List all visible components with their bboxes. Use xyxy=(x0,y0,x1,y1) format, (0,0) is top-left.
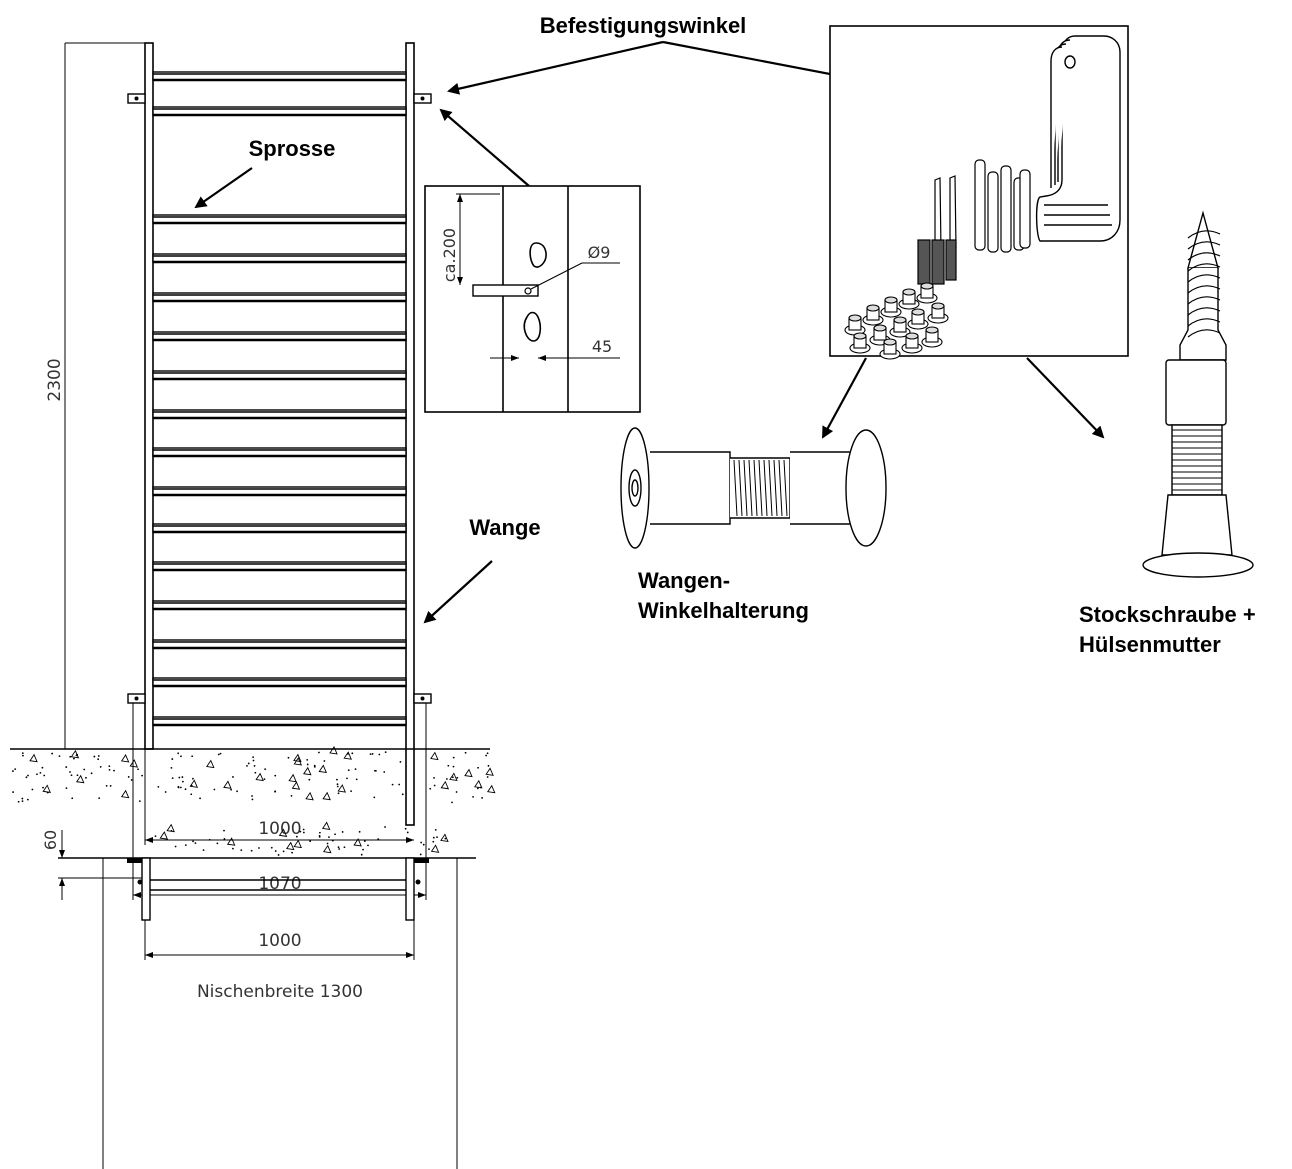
label-wangen-line1: Wangen- xyxy=(638,568,730,593)
arrow-to-angle-holder xyxy=(822,357,867,439)
hole-diameter-dimension: Ø9 xyxy=(588,243,611,262)
height-dimension: 2300 xyxy=(45,358,65,401)
label-wangen-line2: Winkelhalterung xyxy=(638,598,809,623)
rung xyxy=(152,447,407,458)
wall-hatch xyxy=(154,821,449,856)
rung xyxy=(152,331,407,342)
stringer-angle-holder-part xyxy=(620,427,887,549)
rung xyxy=(152,71,407,82)
arrow-to-stringer xyxy=(423,560,493,624)
lag-screw-part xyxy=(1142,210,1254,578)
top-view-width-dimension: 1000 xyxy=(258,931,301,951)
wall-plugs-icon xyxy=(974,159,1031,253)
rung xyxy=(152,523,407,534)
bracket-bottom-left xyxy=(127,693,146,900)
inner-width-dimension: 1000 xyxy=(258,819,301,839)
sleeve-nuts-icon xyxy=(844,282,949,360)
arrow-detail-to-bracket xyxy=(439,108,530,187)
right-stringer xyxy=(405,42,415,826)
left-stringer xyxy=(144,42,154,750)
lag-screw-thread xyxy=(1172,230,1222,491)
label-stock-line1: Stockschraube + xyxy=(1079,602,1256,627)
outer-width-dimension: 1070 xyxy=(258,874,301,894)
rung xyxy=(152,292,407,303)
mounting-kit-illustration xyxy=(829,25,1129,360)
rungs xyxy=(152,71,407,727)
rung xyxy=(152,253,407,264)
mounting-detail: ca.200 Ø9 45 xyxy=(424,108,641,413)
keyhole-upper xyxy=(529,242,547,268)
ladder-front-view: 2300 1000 1070 xyxy=(10,42,496,900)
label-befestigungswinkel: Befestigungswinkel xyxy=(540,13,747,38)
ladder-top-view: 60 1000 Nischenbreite 1300 xyxy=(41,821,476,1169)
detail-distance-dimension: ca.200 xyxy=(440,228,459,282)
rung xyxy=(152,716,407,727)
rung xyxy=(152,486,407,497)
bracket-top-left xyxy=(127,93,146,104)
arrow-to-lag-screw xyxy=(1026,357,1105,439)
rung xyxy=(152,409,407,420)
rung xyxy=(152,370,407,381)
angle-bracket-icon xyxy=(1035,35,1121,242)
wood-screws-icon xyxy=(917,175,957,285)
label-sprosse: Sprosse xyxy=(249,136,336,161)
bracket-top-right xyxy=(413,93,432,104)
niche-width-dimension: Nischenbreite 1300 xyxy=(197,982,363,1002)
rung xyxy=(152,600,407,611)
label-wange: Wange xyxy=(469,515,540,540)
rung xyxy=(152,677,407,688)
rung xyxy=(152,106,407,117)
offset-dimension: 45 xyxy=(592,337,612,356)
wall-offset-dimension: 60 xyxy=(41,830,60,850)
arrow-to-bracket xyxy=(447,40,664,95)
label-stock-line2: Hülsenmutter xyxy=(1079,632,1221,657)
rung xyxy=(152,214,407,225)
arrow-to-rung xyxy=(194,167,253,209)
holder-thread xyxy=(733,459,788,517)
concrete-hatch xyxy=(12,745,496,804)
bracket-bottom-right xyxy=(413,693,432,900)
rung xyxy=(152,561,407,572)
keyhole-lower xyxy=(523,311,542,342)
rung xyxy=(152,639,407,650)
